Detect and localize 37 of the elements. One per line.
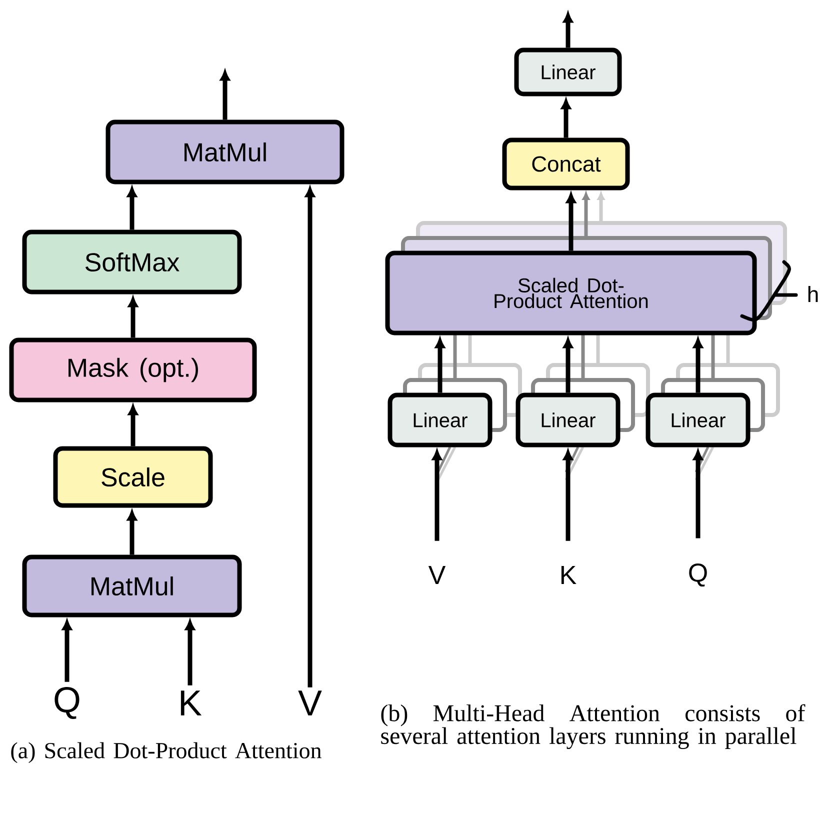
arrow	[693, 338, 703, 393]
softmax-box: SoftMax	[22, 230, 242, 294]
linear-box: Linear	[388, 392, 492, 448]
caption: (a) Scaled Dot-Product Attention	[11, 742, 322, 764]
linear-box: Linear	[516, 392, 620, 448]
concat-box: Concat	[502, 138, 630, 190]
arrow	[563, 338, 573, 393]
arrow	[566, 193, 576, 251]
matmul-box: MatMul	[22, 554, 242, 618]
linear-box: Linear	[646, 392, 750, 448]
arrow	[220, 70, 230, 120]
arrow	[693, 450, 703, 538]
arrow	[305, 187, 315, 688]
attention-box: Scaled Dot-Product Attention	[385, 250, 757, 336]
arrow	[127, 510, 137, 555]
head-count-label: h	[808, 286, 818, 302]
arrow	[435, 338, 445, 393]
arrow	[432, 450, 442, 541]
arrow	[128, 405, 138, 446]
arrow	[128, 297, 138, 338]
matmul-box: MatMul	[106, 120, 344, 184]
input-letter: K	[561, 566, 576, 584]
input-letter: V	[298, 690, 322, 716]
input-letter: K	[180, 690, 202, 716]
arrow	[127, 187, 137, 230]
arrow	[62, 620, 72, 682]
caption: (b) Multi-Head Attention consists of several attention layers running in parallel	[381, 704, 806, 750]
scale-box: Scale	[53, 446, 213, 508]
linear-box: Linear	[514, 48, 622, 96]
arrow	[563, 12, 573, 48]
input-letter: Q	[689, 563, 707, 587]
arrow	[563, 450, 573, 541]
mask-box: Mask (opt.)	[9, 338, 257, 402]
arrow	[561, 99, 571, 138]
arrow	[185, 620, 195, 686]
input-letter: Q	[54, 687, 80, 719]
input-letter: V	[428, 566, 446, 584]
